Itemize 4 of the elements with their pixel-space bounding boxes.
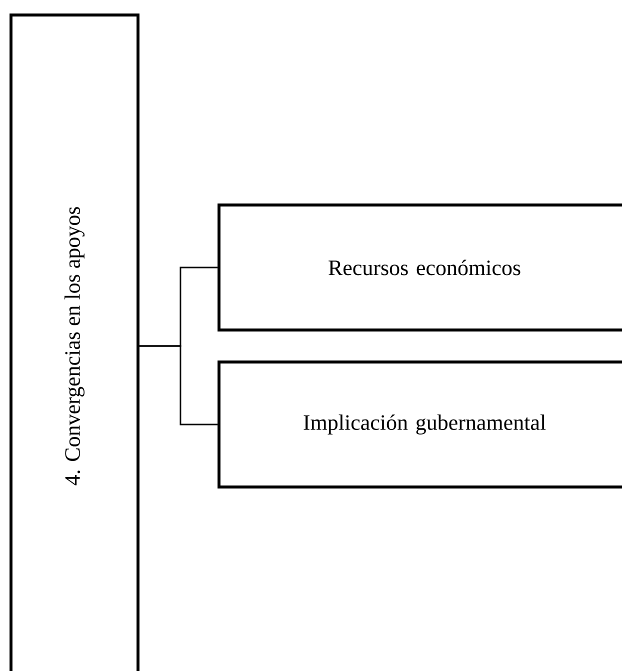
connector-line: [139, 345, 218, 426]
item-box: Recursos económicos: [218, 204, 622, 332]
item-box: Implicación gubernamental: [218, 360, 622, 488]
category-box: 4. Convergencias en los apoyos: [10, 14, 140, 671]
